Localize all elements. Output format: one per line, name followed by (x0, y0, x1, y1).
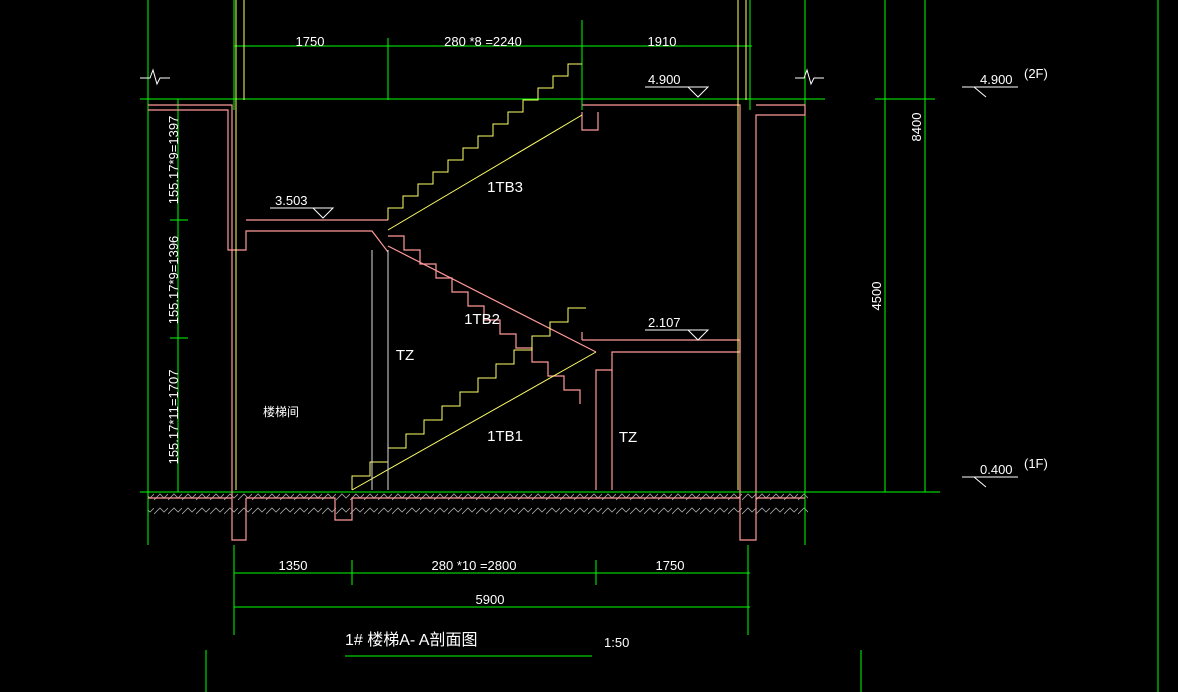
bottom-dim-2: 280 *10 =2800 (432, 558, 517, 573)
bottom-dim-1: 1350 (279, 558, 308, 573)
dimension-lines (140, 0, 1159, 692)
flight-label-1tb2: 1TB2 (464, 311, 500, 328)
walls (148, 104, 806, 541)
break-marks (140, 68, 824, 86)
drawing-scale: 1:50 (604, 635, 629, 650)
flight-label-1tb1: 1TB1 (487, 428, 523, 445)
elevation-right-top-level: (2F) (1024, 66, 1048, 81)
top-dim-1: 1750 (296, 34, 325, 49)
elevation-middle-landing: 2.107 (648, 315, 681, 330)
left-dim-3: 155.17*11=1707 (166, 370, 181, 465)
top-dim-2: 280 *8 =2240 (444, 34, 522, 49)
column-label-2: TZ (619, 429, 637, 446)
column-label-1: TZ (396, 347, 414, 364)
columns (371, 250, 389, 490)
drawing-title: 1# 楼梯A- A剖面图 (345, 631, 477, 649)
elevation-right-top: 4.900 (980, 72, 1013, 87)
flight-label-1tb3: 1TB3 (487, 179, 523, 196)
left-dim-2: 155.17*9=1396 (166, 236, 181, 325)
top-dim-3: 1910 (648, 34, 677, 49)
elevation-markers (270, 86, 1018, 488)
elevation-right-bottom: 0.400 (980, 462, 1013, 477)
bottom-dim-3: 1750 (656, 558, 685, 573)
total-dim: 5900 (476, 592, 505, 607)
room-label: 楼梯间 (263, 404, 299, 419)
elevation-right-bottom-level: (1F) (1024, 456, 1048, 471)
ground-hatch (148, 492, 808, 516)
elevation-top-floor: 4.900 (648, 72, 681, 87)
left-dim-1: 155.17*9=1397 (166, 116, 181, 205)
elevation-upper-landing: 3.503 (275, 193, 308, 208)
right-dim-total: 8400 (909, 113, 924, 142)
right-dim-floor: 4500 (869, 282, 884, 311)
stair-flights (235, 0, 747, 491)
